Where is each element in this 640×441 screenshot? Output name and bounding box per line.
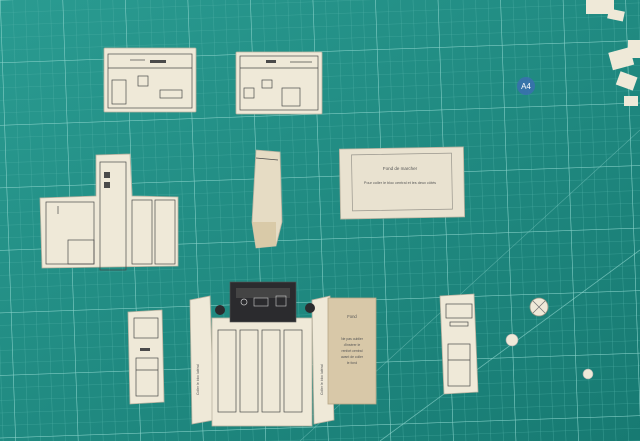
card-fond-de-marcher: Fond de marcher Pour coller le bloc cent… — [338, 146, 466, 220]
card-fond-line-2: d'insérer le — [344, 343, 361, 347]
paper-piece-central-assembly: Coller le bloc latéral Coller le bloc la… — [189, 281, 335, 427]
card-fond-de-marcher-title: Fond de marcher — [383, 166, 418, 171]
paper-piece-top-left — [103, 47, 197, 113]
card-fond-line-3: renfort central — [342, 349, 363, 353]
paper-piece-folded — [251, 149, 283, 249]
paper-discs — [505, 297, 594, 380]
card-fond: Fond Ne pas oublier d'insérer le renfort… — [327, 297, 377, 405]
card-fond-title: Fond — [347, 314, 357, 319]
card-fond-de-marcher-body: Pour coller le bloc central et les deux … — [364, 181, 436, 185]
paper-piece-large-left — [39, 153, 179, 271]
card-fond-line-1: Ne pas oublier — [341, 337, 364, 341]
paper-scraps — [586, 0, 640, 106]
a4-label: A4 — [521, 82, 531, 91]
paper-piece-top-middle — [235, 51, 323, 115]
paper-piece-bottom-left — [127, 309, 165, 405]
a4-marker: A4 — [517, 77, 535, 95]
card-fond-line-4: avant de coller — [341, 355, 364, 359]
paper-piece-right — [439, 293, 479, 395]
side-label-left: Coller le bloc latéral — [196, 364, 200, 395]
side-label-right: Coller le bloc latéral — [320, 364, 324, 395]
card-fond-line-5: le fond — [347, 361, 357, 365]
